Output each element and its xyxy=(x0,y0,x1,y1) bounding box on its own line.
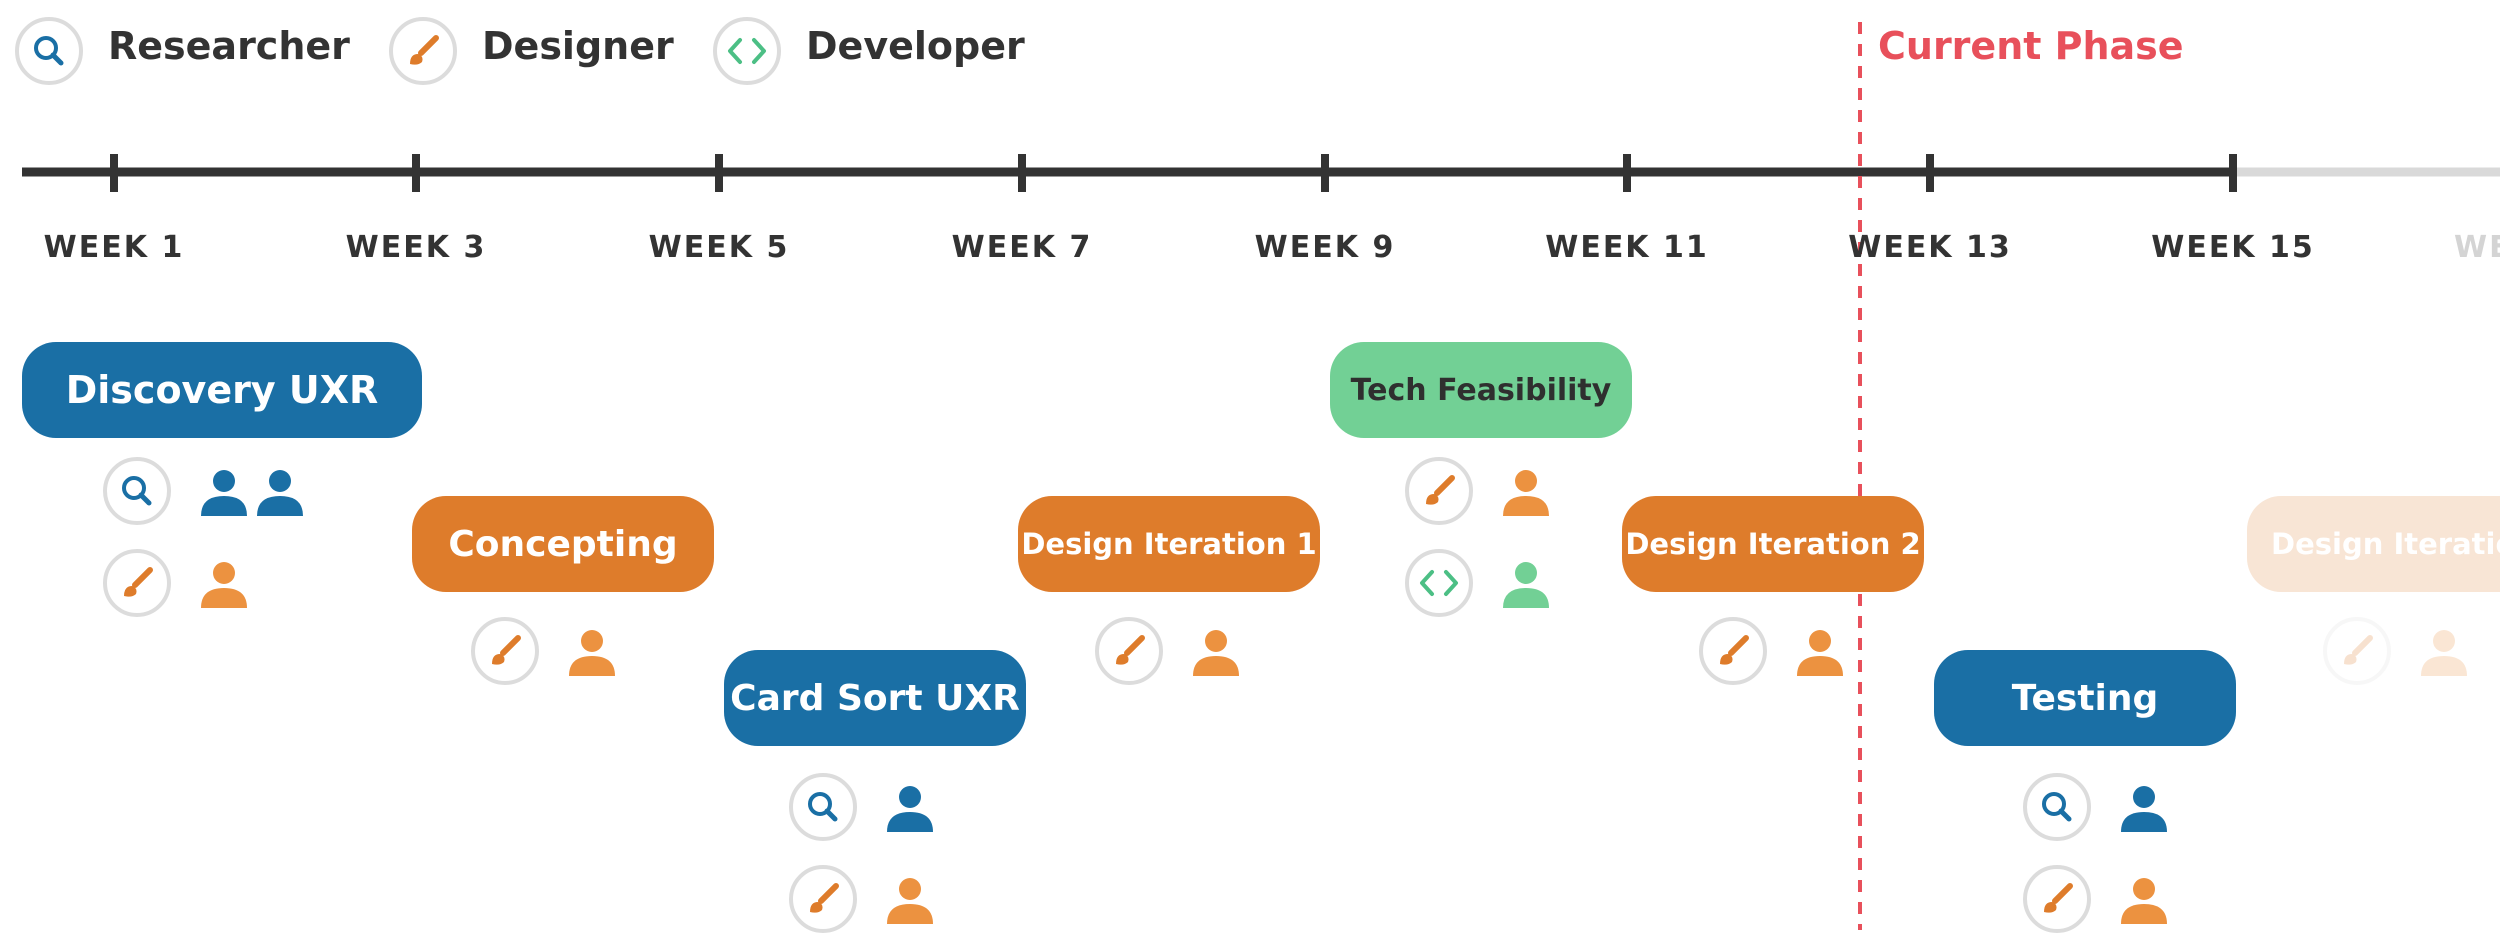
developer-legend-circle xyxy=(713,17,781,85)
phase-card-sort-uxr: Card Sort UXR xyxy=(724,650,1026,746)
week-label: WEEK 15 xyxy=(2151,230,2315,265)
brush-icon xyxy=(810,883,839,913)
designer-legend-circle xyxy=(389,17,457,85)
designer-role-circle xyxy=(1095,617,1163,685)
person-icon xyxy=(257,470,303,516)
week-label: WEEK 7 xyxy=(951,230,1093,265)
legend-researcher-label: Researcher xyxy=(108,24,350,68)
brush-icon xyxy=(1116,635,1145,665)
phase-design-iteration-faded: Design Iteration xyxy=(2247,496,2500,592)
researcher-role-circle xyxy=(2023,773,2091,841)
week-label: WEEK 5 xyxy=(648,230,790,265)
brush-icon xyxy=(124,567,153,597)
week-label: WEEK 3 xyxy=(345,230,487,265)
brush-icon xyxy=(1720,635,1749,665)
legend-developer-label: Developer xyxy=(806,24,1025,68)
researcher-role-circle xyxy=(789,773,857,841)
person-icon xyxy=(569,630,615,676)
week-label: WEEK 1 xyxy=(43,230,185,265)
brush-icon xyxy=(2344,635,2373,665)
brush-icon xyxy=(1426,475,1455,505)
person-icon xyxy=(201,470,247,516)
brush-icon xyxy=(410,35,439,65)
search-icon xyxy=(2042,792,2072,822)
person-icon xyxy=(2121,878,2167,924)
phase-testing: Testing xyxy=(1934,650,2236,746)
person-icon xyxy=(887,786,933,832)
person-icon xyxy=(1193,630,1239,676)
developer-role-circle xyxy=(1405,549,1473,617)
search-icon xyxy=(122,476,152,506)
legend-designer-label: Designer xyxy=(482,24,674,68)
designer-role-circle xyxy=(1699,617,1767,685)
code-icon xyxy=(1420,570,1458,596)
designer-role-circle xyxy=(2323,617,2391,685)
phase-design-iteration-1: Design Iteration 1 xyxy=(1018,496,1320,592)
week-label: WE xyxy=(2454,230,2500,265)
phase-concepting: Concepting xyxy=(412,496,714,592)
person-icon xyxy=(2121,786,2167,832)
person-icon xyxy=(1797,630,1843,676)
phase-tech-feasibility: Tech Feasibility xyxy=(1330,342,1632,438)
person-icon xyxy=(1503,562,1549,608)
researcher-legend-circle xyxy=(15,17,83,85)
search-icon xyxy=(34,36,64,66)
phase-discovery-uxr: Discovery UXR xyxy=(22,342,422,438)
search-icon xyxy=(808,792,838,822)
week-label: WEEK 11 xyxy=(1545,230,1709,265)
phase-design-iteration-2: Design Iteration 2 xyxy=(1622,496,1924,592)
designer-role-circle xyxy=(103,549,171,617)
person-icon xyxy=(1503,470,1549,516)
person-icon xyxy=(2421,630,2467,676)
person-icon xyxy=(201,562,247,608)
week-label: WEEK 9 xyxy=(1254,230,1396,265)
brush-icon xyxy=(2044,883,2073,913)
researcher-role-circle xyxy=(103,457,171,525)
designer-role-circle xyxy=(2023,865,2091,933)
person-icon xyxy=(887,878,933,924)
brush-icon xyxy=(492,635,521,665)
designer-role-circle xyxy=(471,617,539,685)
week-label: WEEK 13 xyxy=(1848,230,2012,265)
current-phase-label: Current Phase xyxy=(1878,24,2184,68)
designer-role-circle xyxy=(1405,457,1473,525)
designer-role-circle xyxy=(789,865,857,933)
code-icon xyxy=(728,38,766,64)
